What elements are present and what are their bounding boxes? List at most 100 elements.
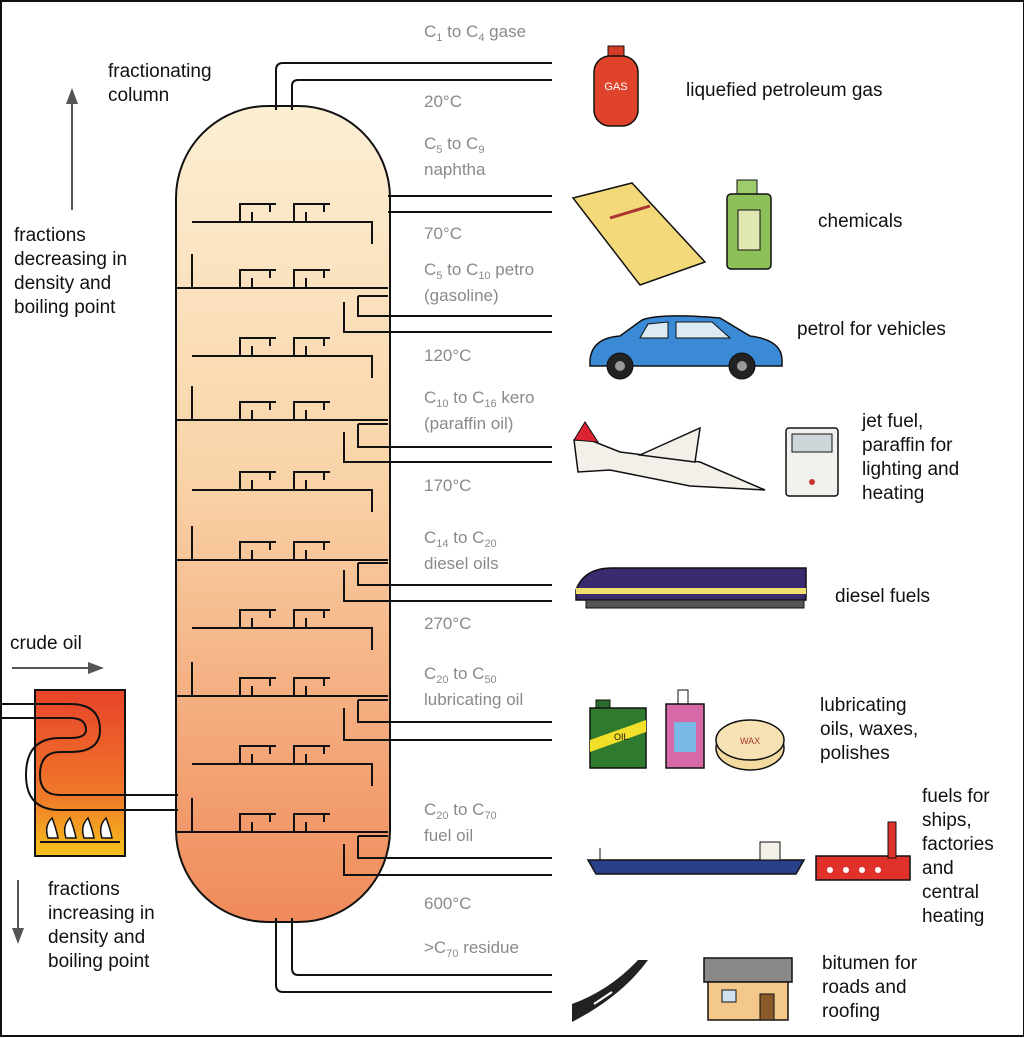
carbon-count: 5 [436,270,443,282]
carbon-count: 20 [436,674,449,686]
carbon-count: 20 [436,810,449,822]
chemical-bottle-icon [726,179,772,270]
bubble-cap [239,337,276,356]
carbon-count: 4 [478,32,485,44]
bubble-cap [239,609,276,628]
carbon-count: 9 [478,144,485,156]
jet-plane-icon [573,421,766,491]
road-icon [572,960,648,1022]
arrow-up-icon [66,88,78,210]
tray [176,526,388,561]
temperature-label: 270°C [424,614,472,633]
temperature-label: 20°C [424,92,462,111]
fraction-mid: to C [448,528,485,547]
fraction-description: naphtha [424,160,486,179]
carbon-count: 5 [436,144,443,156]
bubble-cap [293,745,330,764]
fraction-description: lubricating oil [424,690,524,709]
outlet-pipes [343,195,552,876]
bubble-cap [293,269,330,288]
carbon-count: 70 [484,810,497,822]
fraction-label: C5 to C10 petro (gasoline) [424,260,552,305]
increasing-fractions-label: fractions increasing in density and boil… [48,879,155,972]
bubble-cap [293,609,330,628]
house-icon [703,957,793,1021]
temperature-label: 170°C [424,476,472,495]
fraction-mid: to C [442,22,479,41]
oil-bottle-icon [665,689,705,769]
crude-oil-label: crude oil [10,633,82,654]
fraction-mid: to C [442,134,479,153]
product-label: fuels for ships, factories and central h… [922,786,994,927]
bubble-cap [239,401,276,420]
fraction-name: residue [458,938,519,957]
fraction-label: >C70 residue [424,938,552,964]
fraction-description: (gasoline) [424,286,499,305]
carbon-count: 16 [484,398,497,410]
heater-icon [785,427,839,497]
fraction-prefix: C [424,528,437,547]
fraction-label: C5 to C9 naphtha [424,134,552,179]
wax-tin-text: WAX [740,736,760,746]
bubble-cap [239,677,276,696]
bubble-cap-trays [176,203,388,833]
wax-tin-icon: WAX [715,719,785,771]
gas-cylinder-text: GAS [604,81,627,93]
fraction-mid: to C [448,664,485,683]
oil-can-text: OIL [614,732,629,742]
carbon-count: 70 [446,948,459,960]
temperature-label: 600°C [424,894,472,913]
fraction-mid: to C [448,800,485,819]
product-label: petrol for vehicles [797,319,946,340]
tray [176,386,388,421]
fraction-description: fuel oil [424,826,474,845]
product-label: diesel fuels [835,586,931,607]
bubble-cap [293,401,330,420]
fraction-description: diesel oils [424,554,499,573]
fraction-prefix: C [424,800,437,819]
bubble-cap [239,203,276,222]
fraction-mid: to C [442,260,479,279]
fraction-prefix: C [424,134,437,153]
fraction-name: kero [496,388,535,407]
fraction-mid: to C [448,388,485,407]
bubble-cap [239,269,276,288]
carbon-count: 50 [484,674,497,686]
fraction-description: (paraffin oil) [424,414,514,433]
product-label: lubricating oils, waxes, polishes [820,695,919,764]
carbon-count: 10 [478,270,491,282]
fraction-prefix: C [424,664,437,683]
fraction-label: C10 to C16 kero(paraffin oil) [424,388,552,433]
decreasing-fractions-label: fractions decreasing in density and boil… [14,225,128,318]
bubble-cap [293,541,330,560]
fraction-prefix: C [424,260,437,279]
product-label: liquefied petroleum gas [686,80,883,101]
product-label: jet fuel, paraffin for lighting and heat… [862,411,960,504]
fraction-prefix: C [424,388,437,407]
product-label: bitumen for roads and roofing [822,953,918,1022]
arrow-right-icon [12,662,104,674]
fraction-name: petro [490,260,535,279]
carbon-count: 1 [436,32,443,44]
fraction-prefix: >C [424,938,447,957]
factory-icon [815,821,911,881]
bubble-cap [293,677,330,696]
bubble-cap [293,813,330,832]
product-label: chemicals [818,211,903,232]
tray [176,662,388,697]
gas-cylinder-icon: GAS [593,45,639,127]
bubble-cap [293,471,330,490]
crude-oil-furnace [0,689,178,857]
carbon-count: 14 [436,538,449,550]
chemical-bag-icon [571,182,707,286]
fraction-label: C20 to C70 fuel oil [424,800,552,845]
bubble-cap [239,745,276,764]
fraction-prefix: C [424,22,437,41]
fraction-label: C1 to C4 gase [424,22,552,48]
bubble-cap [293,203,330,222]
temperature-label: 70°C [424,224,462,243]
train-icon [575,567,807,609]
ship-icon [586,841,806,875]
